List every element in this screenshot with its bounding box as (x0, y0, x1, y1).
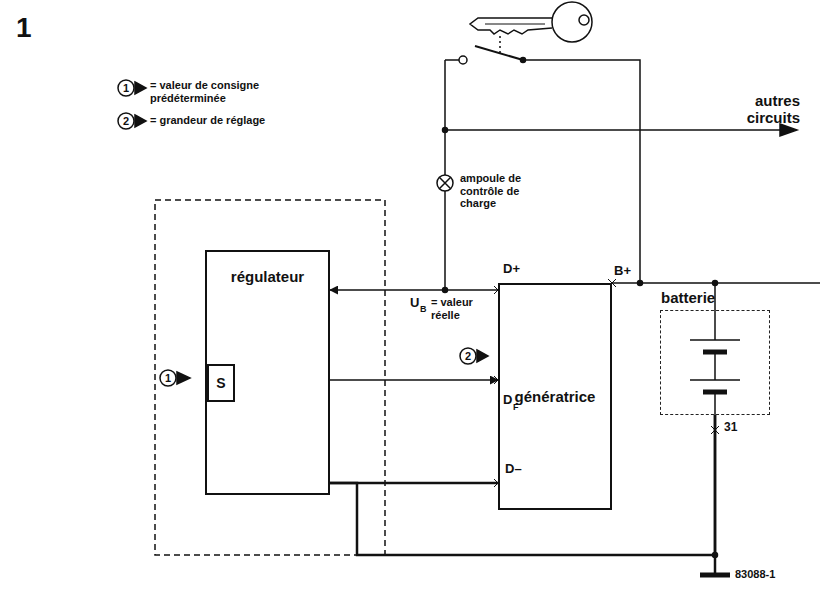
terminal-number: 31 (724, 421, 737, 435)
node-text: génératrice (515, 388, 596, 405)
lamp-label: ampoule de contrôle de charge (460, 172, 556, 210)
figure-code: 83088-1 (735, 568, 775, 581)
ground-symbol (700, 573, 730, 578)
output-label: autres circuits (700, 92, 800, 127)
pin-name: D+ (503, 262, 520, 277)
setpoint-box: S (207, 364, 235, 402)
charge-lamp-symbol (437, 175, 453, 191)
node-text: S (216, 375, 225, 391)
pin-subscript: F (513, 402, 519, 412)
wire (715, 282, 820, 284)
callout-number: 2 (465, 350, 471, 363)
pin-name: D (503, 393, 512, 408)
callout-number: 1 (123, 82, 129, 95)
pin-name: D– (505, 462, 522, 477)
wire (445, 129, 782, 131)
signal-description: = valeur réelle (431, 296, 493, 321)
node-text: régulateur (213, 268, 322, 285)
wire (445, 59, 459, 61)
connector (612, 283, 715, 310)
connector (330, 289, 498, 291)
legend-text: = grandeur de réglage (150, 114, 290, 127)
figure-number: 1 (16, 12, 32, 44)
node-text: batterie (661, 289, 715, 306)
ignition-key (470, 2, 592, 42)
callout-number: 1 (165, 372, 171, 385)
callout-number: 2 (123, 115, 129, 128)
pin-name: B+ (614, 264, 631, 279)
regulator-box: régulateurS (205, 250, 330, 495)
switch-lever (475, 46, 523, 60)
legend-text: = valeur de consigne prédéterminée (150, 79, 260, 104)
signal-subscript: B (420, 304, 427, 314)
battery-symbol (690, 310, 740, 415)
regulator-enclosure (155, 200, 385, 555)
signal-name: U (410, 296, 419, 311)
connector (330, 379, 498, 381)
battery-box: batterie (660, 310, 770, 415)
switch-contact (459, 56, 467, 64)
wire (523, 60, 640, 283)
